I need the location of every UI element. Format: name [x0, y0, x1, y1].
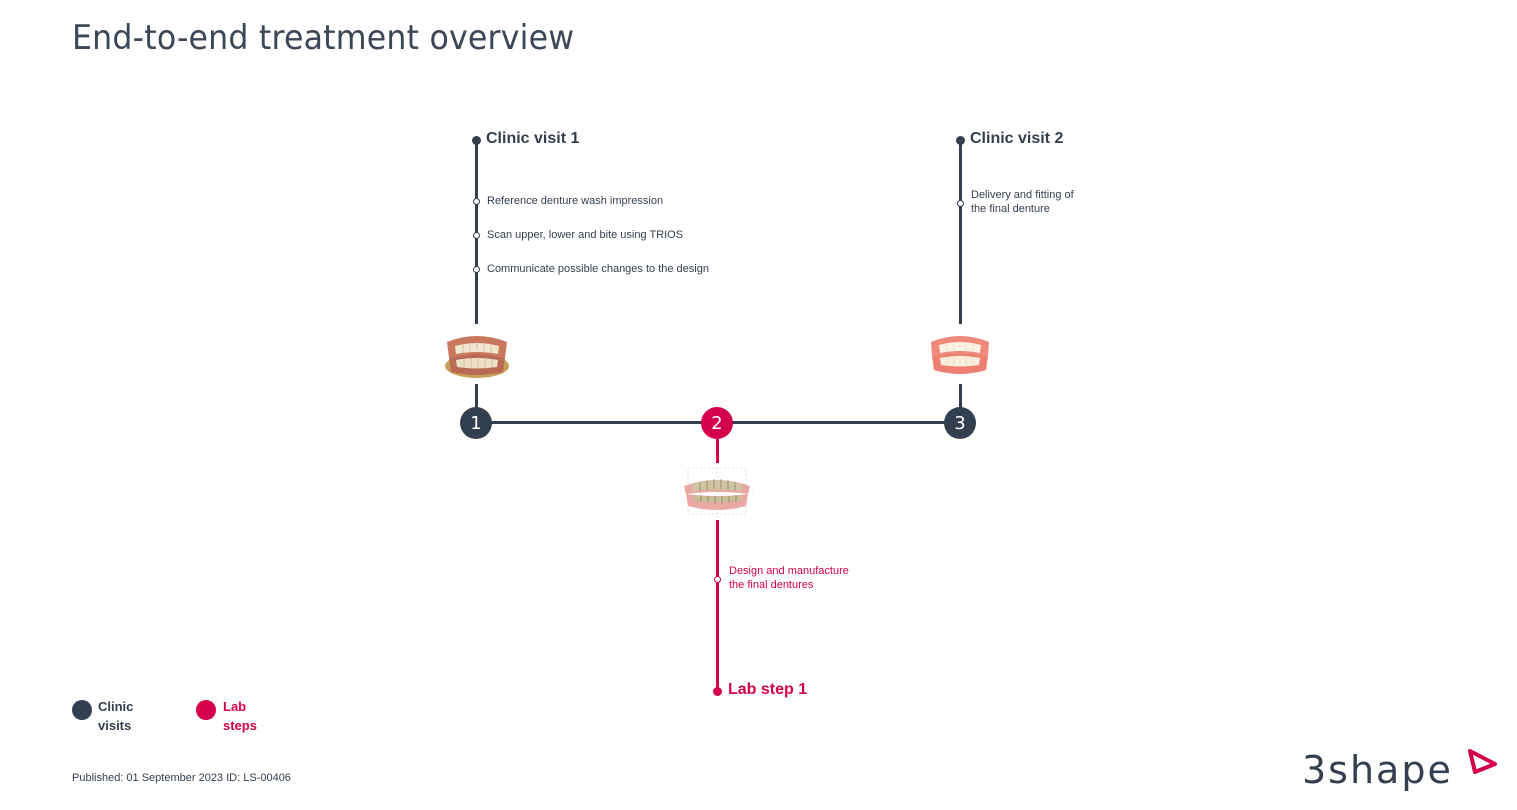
lab-step-1-end-dot [713, 687, 722, 696]
lab-step-1-step-dot [714, 576, 721, 583]
digital-denture-design-image [680, 464, 754, 518]
lab-step-1-line-lower [716, 520, 719, 690]
publication-info: Published: 01 September 2023 ID: LS-0040… [72, 772, 291, 784]
clinic-visit-1-step-dot [473, 198, 480, 205]
brand-logo: 3shape [1302, 748, 1453, 792]
page-title: End-to-end treatment overview [72, 18, 575, 58]
clinic-visit-2-label: Clinic visit 2 [970, 130, 1064, 147]
legend-lab-dot [196, 700, 216, 720]
clinic-visit-1-label: Clinic visit 1 [486, 130, 580, 147]
clinic-visit-1-step-2: Scan upper, lower and bite using TRIOS [487, 229, 684, 241]
denture-wash-impression-image [445, 336, 509, 378]
lab-step-1-step-1-line-2: the final dentures [729, 579, 814, 591]
brand-logo-triangle-icon [1468, 749, 1497, 774]
legend-lab-label: Lab steps [223, 697, 257, 735]
legend-lab-label-line-1: Lab [223, 699, 247, 714]
legend-clinic-dot [72, 700, 92, 720]
timeline-node-1: 1 [460, 407, 492, 439]
clinic-visit-2-line-upper [959, 140, 962, 324]
clinic-visit-1-step-dot [473, 232, 480, 239]
legend-clinic-label-line-1: Clinic [98, 699, 134, 714]
legend-clinic-label: Clinic visits [98, 697, 133, 735]
timeline-node-3: 3 [944, 407, 976, 439]
timeline-node-2: 2 [701, 407, 733, 439]
legend-lab-label-line-2: steps [223, 718, 257, 733]
clinic-visit-2-step-1-line-1: Delivery and fitting of [971, 189, 1074, 201]
legend-clinic-label-line-2: visits [98, 718, 132, 733]
clinic-visit-1-step-dot [473, 266, 480, 273]
clinic-visit-1-step-1: Reference denture wash impression [487, 195, 664, 207]
final-denture-image [931, 336, 989, 374]
lab-step-1-line-upper [716, 439, 719, 463]
lab-step-1-label: Lab step 1 [728, 681, 808, 698]
lab-step-1-step-1-line-1: Design and manufacture [729, 565, 849, 577]
clinic-visit-1-line-lower [475, 384, 478, 410]
brand-logo-text: 3shape [1302, 748, 1453, 792]
clinic-visit-2-step-dot [957, 200, 964, 207]
clinic-visit-1-step-3: Communicate possible changes to the desi… [487, 263, 709, 275]
clinic-visit-2-step-1-line-2: the final denture [971, 203, 1050, 215]
clinic-visit-2-line-lower [959, 384, 962, 410]
